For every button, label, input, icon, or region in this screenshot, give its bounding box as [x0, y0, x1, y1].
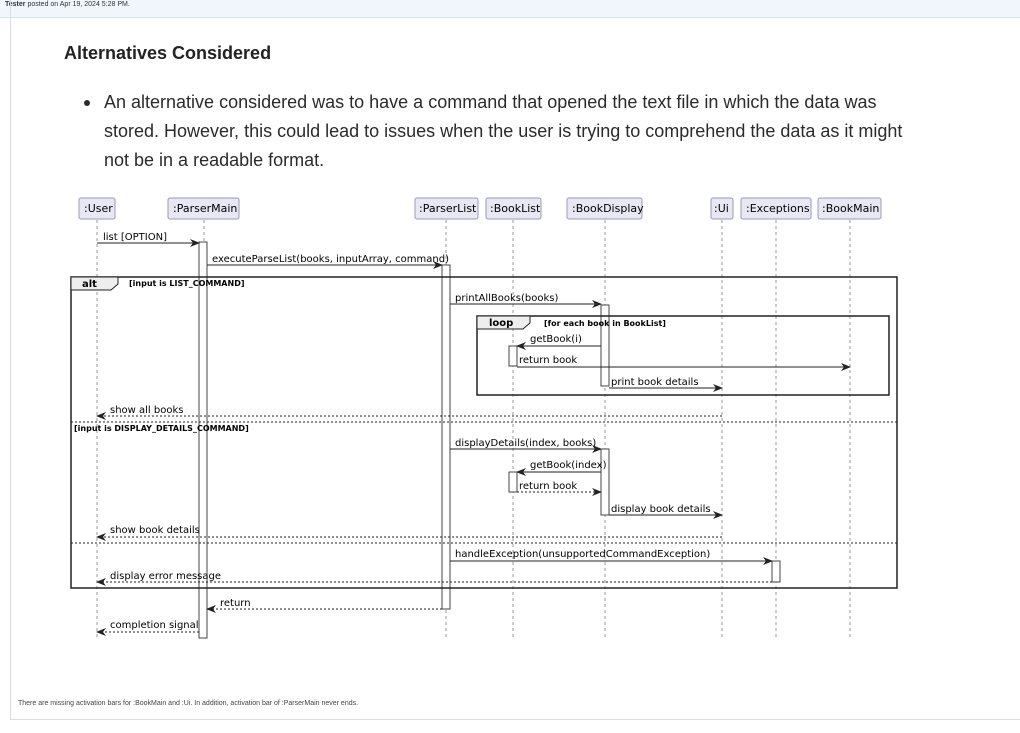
participant-bookdisplay-label: :BookDisplay [572, 202, 644, 215]
bullet-item: An alternative considered was to have a … [84, 88, 914, 175]
msg-return-book-2-label: return book [519, 481, 577, 492]
msg-display-error-label: display error message [110, 571, 221, 582]
msg-show-book-details-label: show book details [110, 525, 200, 536]
participant-bookmain-box [817, 197, 882, 220]
msg-getbook-i-label: getBook(i) [530, 334, 582, 345]
msg-printallbooks-label: printAllBooks(books) [455, 293, 558, 304]
alt-label: alt [82, 279, 97, 290]
participant-parserlist-box [414, 197, 479, 220]
activation-bookdisplay-1 [600, 304, 610, 387]
activation-booklist-2 [508, 471, 518, 493]
participant-ui-label: :Ui [714, 202, 729, 215]
activation-parsermain [198, 241, 208, 639]
msg-show-all-books-label: show all books [110, 405, 183, 416]
msg-return-book-1-label: return book [519, 355, 577, 366]
activation-bars [198, 241, 781, 639]
alt-guard-2: [input is DISPLAY_DETAILS_COMMAND] [74, 424, 249, 433]
post-card [10, 0, 1020, 720]
msg-getbook-index-label: getBook(index) [530, 460, 607, 471]
participant-ui-box [710, 197, 734, 220]
alt-fragment: alt [input is LIST_COMMAND] [input is DI… [70, 276, 898, 589]
section-heading: Alternatives Considered [64, 43, 272, 63]
participant-parserlist-label: :ParserList [419, 202, 477, 215]
post-header: Tester posted on Apr 19, 2024 5:28 PM. [0, 0, 1020, 18]
activation-bookdisplay-2 [600, 448, 610, 516]
loop-label: loop [489, 318, 513, 329]
participant-exceptions-box [740, 197, 812, 220]
msg-executeparselist-label: executeParseList(books, inputArray, comm… [212, 254, 449, 265]
activation-parserlist [441, 264, 451, 610]
activation-booklist-1 [508, 345, 518, 367]
participant-parsermain-box [167, 197, 240, 220]
alt-guard-1: [input is LIST_COMMAND] [129, 279, 244, 288]
participant-bookdisplay-box [566, 197, 643, 220]
msg-return-label: return [220, 598, 251, 609]
footnote: There are missing activation bars for :B… [18, 700, 359, 707]
msg-display-book-details-label: display book details [611, 504, 711, 515]
participant-bookmain-label: :BookMain [822, 202, 879, 215]
loop-fragment: loop [for each book in BookList] [476, 315, 890, 396]
participants [78, 197, 882, 220]
loop-guard: [for each book in BookList] [544, 319, 666, 328]
bullet-list: An alternative considered was to have a … [84, 88, 914, 175]
msg-handleexception-label: handleException(unsupportedCommandExcept… [455, 549, 710, 560]
participant-user-label: :User [84, 202, 113, 215]
participant-exceptions-label: :Exceptions [746, 202, 810, 215]
msg-completion-signal-label: completion signal [110, 620, 199, 631]
msg-list-option-label: list [OPTION] [103, 232, 167, 243]
participant-booklist-label: :BookList [490, 202, 541, 215]
participant-user-box [78, 197, 116, 220]
activation-exceptions [771, 560, 781, 583]
msg-print-book-details-label: print book details [611, 377, 699, 388]
messages [96, 239, 851, 636]
post-author: Tester [5, 1, 26, 8]
msg-displaydetails-label: displayDetails(index, books) [455, 438, 596, 449]
post-meta: posted on Apr 19, 2024 5:28 PM. [27, 1, 130, 8]
participant-parsermain-label: :ParserMain [173, 202, 237, 215]
participant-booklist-box [485, 197, 542, 220]
